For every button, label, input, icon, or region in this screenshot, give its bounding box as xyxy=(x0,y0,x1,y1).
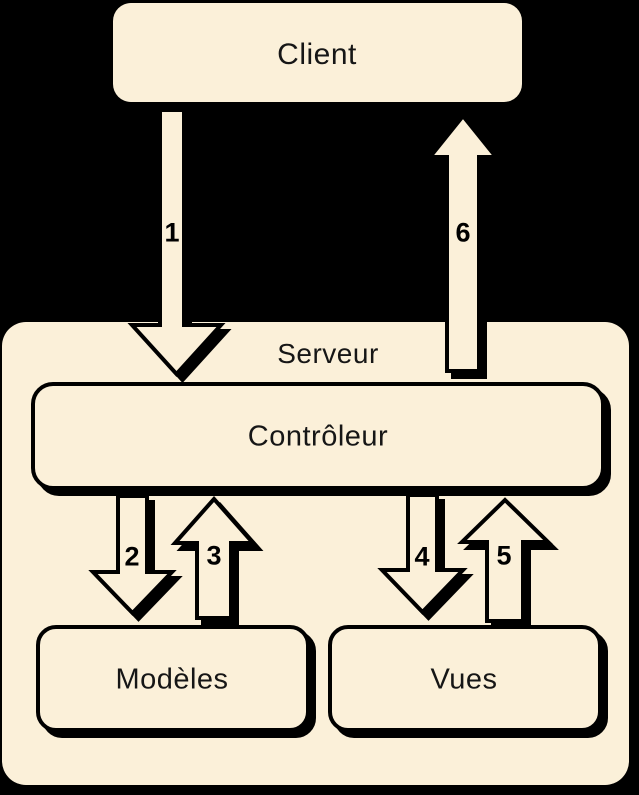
arrow-5-up xyxy=(457,497,553,623)
arrow-1-down xyxy=(127,108,226,377)
vues-label: Vues xyxy=(430,663,498,696)
controleur-box xyxy=(31,382,605,490)
arrow-6-number: 6 xyxy=(455,217,471,248)
vues-box xyxy=(328,625,602,732)
client-label: Client xyxy=(277,38,357,71)
arrow-3-up xyxy=(170,495,258,620)
modeles-label: Modèles xyxy=(115,663,229,696)
controleur-label: Contrôleur xyxy=(247,420,389,453)
arrow-3-number: 3 xyxy=(206,540,222,571)
client-box xyxy=(113,3,522,102)
serveur-label: Serveur xyxy=(277,338,379,369)
arrow-5-number: 5 xyxy=(496,540,512,571)
arrow-6-up xyxy=(425,112,501,373)
arrow-4-down xyxy=(377,493,468,615)
modeles-box xyxy=(36,625,310,732)
arrow-1-number: 1 xyxy=(164,217,180,248)
arrow-2-number: 2 xyxy=(124,541,140,572)
arrow-2-down xyxy=(88,494,177,616)
arrow-4-number: 4 xyxy=(414,541,430,572)
